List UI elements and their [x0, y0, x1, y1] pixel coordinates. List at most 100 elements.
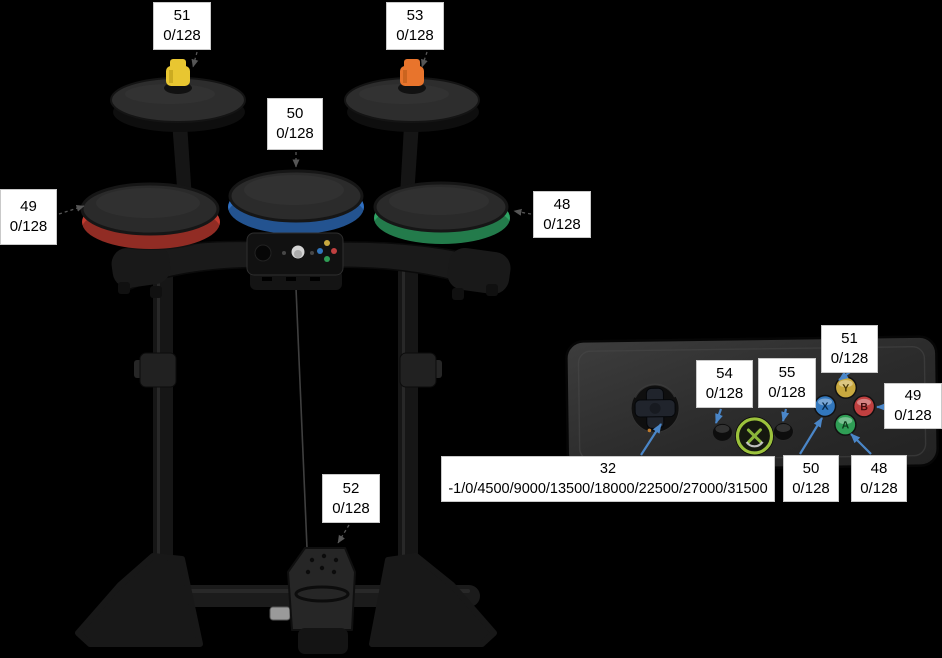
arrow-to-yellow-bell	[191, 51, 199, 68]
callout-note: 55	[778, 364, 796, 381]
callout-value: 0/128	[792, 479, 830, 497]
callout-value: 0/128	[543, 215, 581, 233]
yellow-cymbal	[110, 59, 246, 132]
b-button-gloss	[857, 398, 872, 406]
arrow-to-back-button	[714, 408, 723, 424]
dpad-center	[649, 402, 661, 414]
callout-note: 52	[342, 479, 360, 497]
y-button-gloss	[838, 380, 853, 388]
panel-y-button: Y	[834, 376, 858, 399]
callout-back-button: 54 0/128	[696, 360, 753, 408]
callout-value: 0/128	[396, 27, 434, 44]
callout-y-button: 51 0/128	[821, 325, 878, 373]
b-button-letter: B	[860, 401, 868, 413]
callout-note: 51	[173, 7, 191, 24]
x-button-gloss	[818, 398, 833, 406]
pedal-dot-2	[321, 553, 327, 559]
kit-back-mini	[282, 251, 286, 255]
frame-right-wing-body	[447, 247, 511, 295]
green-pad	[373, 181, 510, 245]
callout-b-button: 49 0/128	[884, 383, 942, 429]
xbox-logo-icon	[746, 428, 763, 444]
orange-cymbal-sheen	[359, 84, 449, 104]
callout-value: 0/128	[9, 218, 48, 235]
arrow-to-green-pad	[513, 208, 532, 216]
yellow-bell-groove	[169, 70, 173, 83]
kit-b-mini	[331, 248, 337, 254]
right-height-clamp	[399, 352, 437, 388]
pedal-cable	[295, 287, 308, 549]
callout-kick-pedal: 52 0/128	[322, 474, 380, 523]
a-button-gloss	[838, 417, 853, 425]
arrow-to-dpad	[640, 423, 662, 456]
kit-control-box	[246, 232, 344, 290]
panel-dpad	[630, 383, 680, 433]
left-height-clamp	[139, 352, 177, 388]
callout-note: 54	[716, 365, 733, 382]
callout-green-pad: 48 0/128	[533, 191, 591, 238]
callout-value: 0/128	[332, 499, 370, 517]
callout-start-button: 55 0/128	[758, 358, 816, 408]
back-button-gloss	[715, 424, 730, 433]
green-pad-surface	[373, 181, 509, 233]
callout-blue-pad: 50 0/128	[267, 98, 323, 150]
blue-pad-surface	[228, 169, 364, 223]
x-button-letter: X	[822, 401, 829, 413]
dpad-gloss	[634, 383, 676, 399]
left-foot	[75, 553, 203, 647]
arrow-to-a-button	[850, 433, 872, 455]
red-pad	[80, 182, 220, 250]
kit-connector-slot-3	[310, 277, 320, 281]
kit-y-mini	[324, 240, 330, 246]
callout-note: 32	[599, 461, 617, 477]
arrow-to-x-button	[799, 417, 823, 455]
arrow-to-y-button	[838, 371, 851, 381]
a-button-body	[834, 413, 857, 436]
right-stand-pole	[398, 268, 418, 598]
kit-connector-slot-2	[286, 277, 296, 281]
kit-guide-mini-shade	[294, 250, 302, 258]
pedal-plate	[287, 547, 356, 631]
guide-reflection	[745, 441, 764, 448]
callout-note: 49	[904, 387, 922, 404]
yellow-cymbal-sheen	[125, 84, 215, 104]
kit-start-mini	[310, 251, 314, 255]
callout-value: 0/128	[276, 125, 314, 142]
callout-value: 0/128	[163, 27, 201, 44]
frame-left-bumper-b	[150, 286, 162, 298]
panel-start-button	[772, 422, 794, 442]
kit-dpad-mini	[254, 244, 272, 262]
panel-x-button: X	[813, 394, 837, 418]
callout-note: 50	[802, 459, 820, 477]
pedal-base	[298, 628, 348, 654]
orange-cymbal	[344, 59, 480, 132]
blue-pad	[228, 169, 364, 235]
callout-value: 0/128	[768, 384, 806, 401]
start-button-gloss	[776, 424, 791, 433]
orange-bell-groove	[403, 70, 407, 83]
callout-yellow-cymbal: 51 0/128	[153, 2, 211, 50]
panel-b-button: B	[852, 395, 876, 418]
left-stand-pole	[153, 268, 173, 598]
left-stand-pole-highlight	[157, 270, 160, 590]
frame-left-wing	[111, 244, 171, 288]
pedal-dot-4	[305, 569, 311, 575]
callout-value: 0/128	[830, 350, 869, 367]
pedal-dot-5	[319, 565, 325, 571]
callout-note: 48	[870, 459, 888, 477]
callout-note: 50	[286, 105, 304, 122]
frame-left-wing-body	[111, 244, 171, 288]
right-foot	[369, 553, 497, 647]
callout-orange-cymbal: 53 0/128	[386, 2, 444, 50]
panel-back-button	[711, 422, 733, 442]
frame-right-wing	[447, 247, 511, 295]
callout-value: 0/128	[860, 479, 898, 497]
callout-note: 49	[20, 198, 37, 215]
pedal-hinge	[294, 585, 350, 603]
dpad-led	[647, 428, 652, 433]
pedal-dot-1	[309, 557, 315, 563]
kit-x-mini	[317, 248, 323, 254]
drum-kit	[75, 59, 511, 654]
